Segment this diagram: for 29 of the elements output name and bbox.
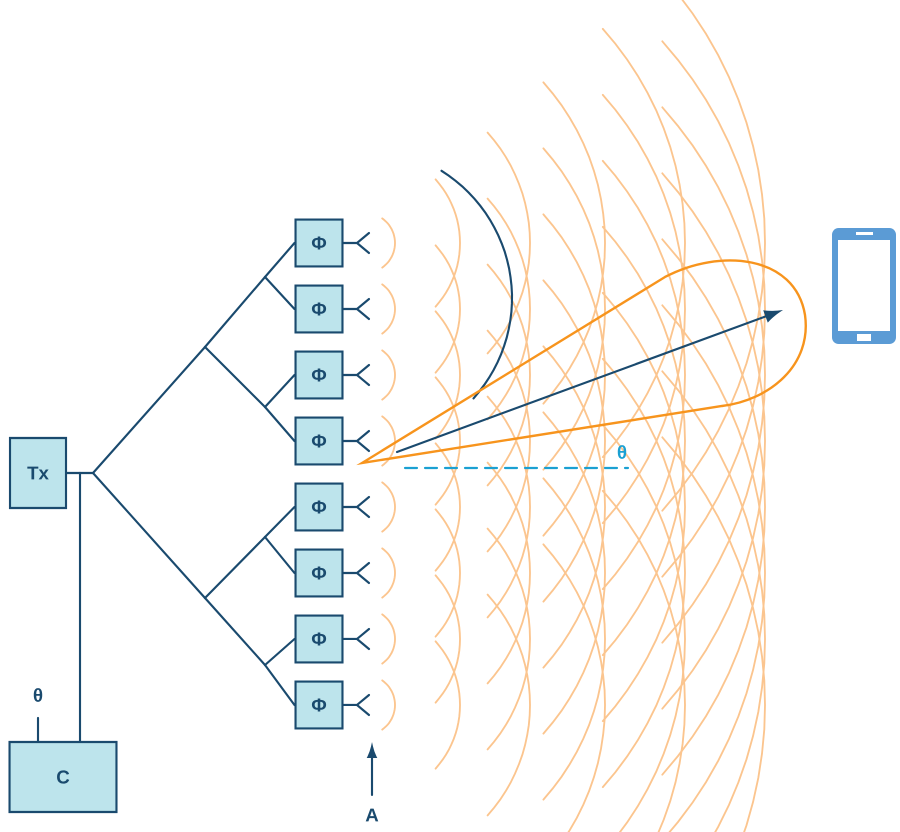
axis-label: A [366, 808, 378, 822]
connector-line [264, 242, 296, 278]
controller-box: C [8, 740, 118, 814]
connector-line [204, 346, 266, 408]
phase-shifter-box: Φ [294, 350, 344, 400]
connector-line [78, 472, 82, 742]
phase-shifter-box: Φ [294, 284, 344, 334]
phase-shifter-box: Φ [294, 614, 344, 664]
connector-line [264, 406, 296, 442]
connector-line [264, 638, 296, 666]
phase-shifter-box: Φ [294, 482, 344, 532]
angle-label: θ [34, 688, 42, 702]
connector-line [264, 506, 296, 538]
connector-line [204, 536, 266, 600]
phase-shifter-box: Φ [294, 218, 344, 268]
phase-shifter-box: Φ [294, 680, 344, 730]
connector-line [66, 472, 82, 474]
phase-shifter-box: Φ [294, 548, 344, 598]
connector-line [264, 536, 296, 574]
connector-line [204, 596, 266, 666]
connector-line [92, 472, 206, 600]
transmitter-box: Tx [8, 436, 68, 510]
connector-line [264, 276, 296, 310]
connector-line [204, 276, 266, 348]
connector-line [92, 346, 206, 474]
connector-line [78, 472, 94, 474]
connector-line [264, 664, 296, 706]
phase-shifter-box: Φ [294, 416, 344, 466]
connector-line [264, 374, 296, 408]
